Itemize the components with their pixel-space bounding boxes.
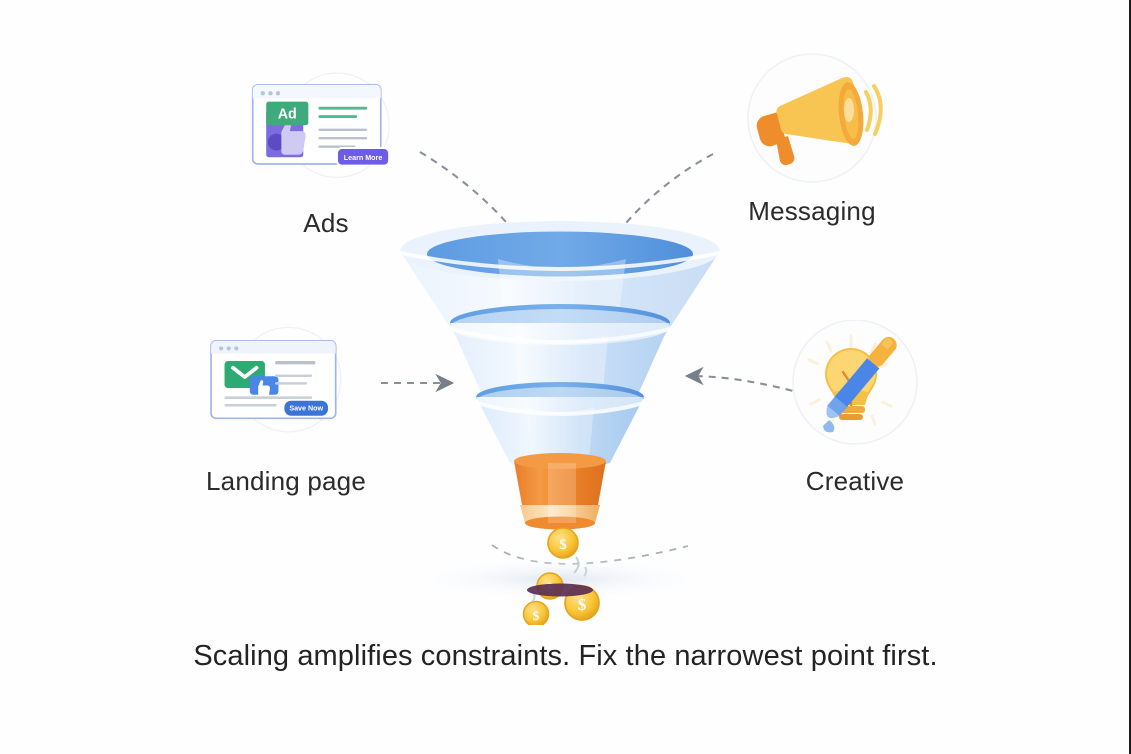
caption: Scaling amplifies constraints. Fix the n… [0, 640, 1131, 673]
landing-page-browser-window-icon: Save Now [210, 326, 342, 433]
ads-icon-wrap: Ad Learn More [246, 62, 406, 202]
svg-text:Ad: Ad [278, 107, 297, 123]
node-ads[interactable]: Ad Learn More Ads [246, 62, 406, 239]
landing-save-now-label: Save Now [289, 405, 323, 413]
node-landing-page[interactable]: Save Now Landing page [206, 318, 366, 497]
landing-page-icon-wrap: Save Now [206, 318, 366, 458]
messaging-icon-wrap [732, 52, 892, 192]
svg-text:$: $ [578, 595, 587, 614]
funnel-drop-shadow [527, 583, 593, 597]
marketing-funnel: $ $ $ $ [400, 221, 720, 625]
ad-browser-window-icon: Ad Learn More [251, 72, 391, 179]
node-ads-label: Ads [303, 208, 349, 238]
node-creative[interactable]: Creative [775, 320, 935, 497]
ads-learn-more-label: Learn More [344, 154, 383, 162]
coin-1: $ [547, 527, 579, 559]
node-messaging-label: Messaging [748, 196, 876, 226]
node-messaging[interactable]: Messaging [732, 52, 892, 227]
megaphone-icon [747, 53, 883, 183]
svg-text:$: $ [533, 608, 540, 623]
coin-4: $ [522, 600, 550, 625]
funnel-spout [514, 453, 606, 530]
lightbulb-paintbrush-icon [792, 320, 918, 445]
caption-text: Scaling amplifies constraints. Fix the n… [193, 640, 938, 672]
svg-text:$: $ [559, 537, 567, 553]
node-landing-page-label: Landing page [206, 466, 366, 496]
creative-icon-wrap [775, 320, 935, 460]
node-creative-label: Creative [805, 466, 905, 496]
